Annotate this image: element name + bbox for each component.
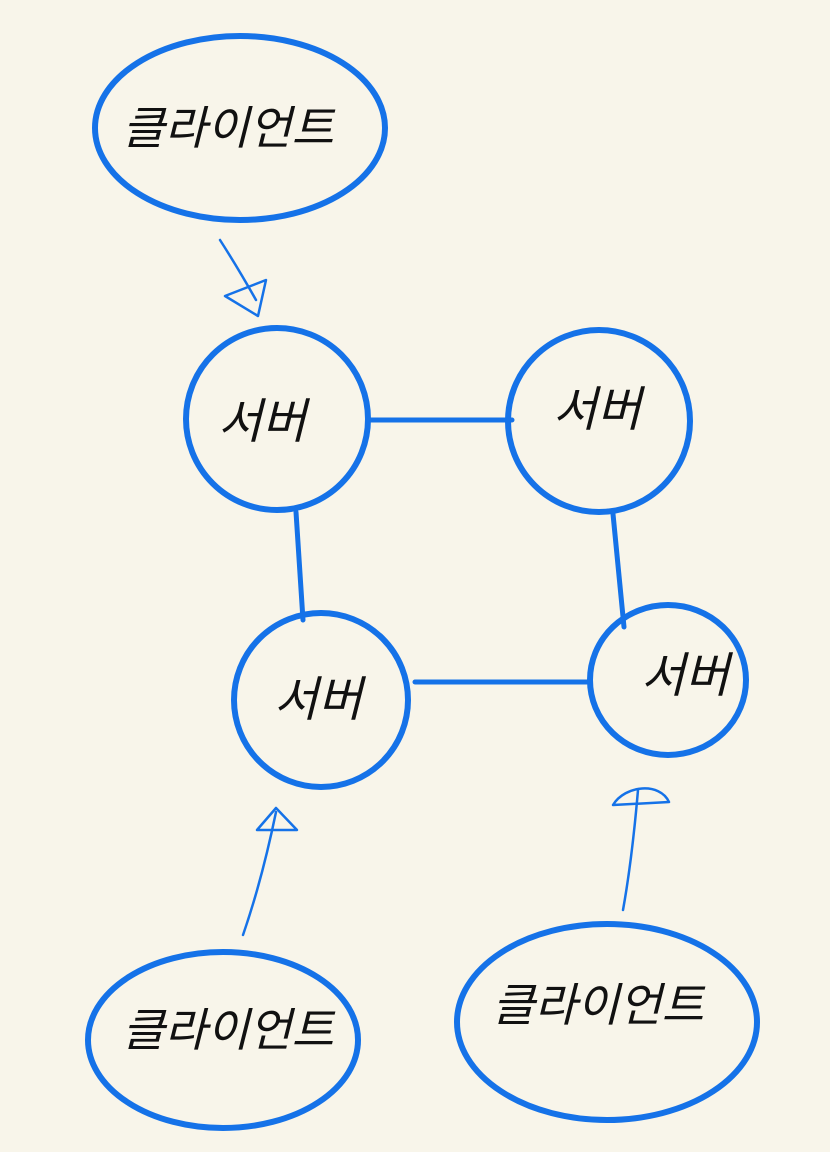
client-label: 클라이언트 — [122, 1003, 335, 1057]
server-label: 서버 — [218, 394, 311, 450]
arrow-bottom-left-client-to-server — [241, 806, 299, 937]
server-node: 서버 — [587, 602, 749, 758]
client-node: 클라이언트 — [92, 33, 388, 223]
server-node: 서버 — [505, 327, 693, 515]
server-label: 서버 — [553, 382, 646, 438]
server-label: 서버 — [641, 648, 734, 704]
client-label: 클라이언트 — [492, 978, 705, 1032]
server-label: 서버 — [274, 672, 367, 728]
edge-server-top-right-to-bottom-right — [610, 511, 627, 630]
arrow-bottom-right-client-to-server — [611, 787, 671, 912]
client-label: 클라이언트 — [122, 101, 335, 155]
client-node: 클라이언트 — [454, 921, 760, 1123]
server-node: 서버 — [183, 325, 371, 513]
edge-server-top-left-to-bottom-left — [293, 509, 306, 623]
client-node: 클라이언트 — [85, 949, 361, 1131]
arrow-top-client-to-server — [218, 238, 268, 318]
server-node: 서버 — [231, 610, 411, 790]
